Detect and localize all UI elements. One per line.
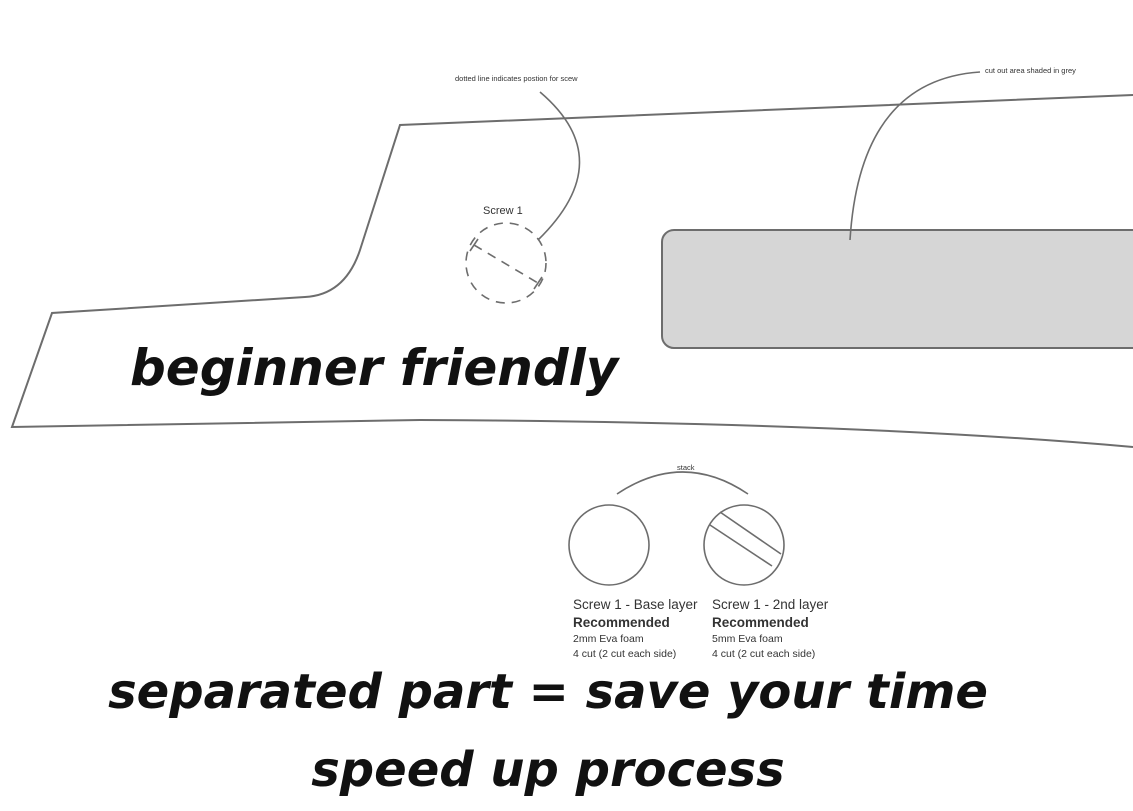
cutout-area bbox=[661, 229, 1133, 349]
base-layer-circle bbox=[568, 504, 650, 586]
layer-title: Screw 1 - Base layer bbox=[573, 597, 698, 612]
layer-recommended: Recommended bbox=[573, 615, 670, 630]
layer-recommended: Recommended bbox=[712, 615, 809, 630]
layer-material: 2mm Eva foam bbox=[573, 633, 644, 645]
layer-material: 5mm Eva foam bbox=[712, 633, 783, 645]
stack-label: stack bbox=[677, 463, 695, 472]
screw-line-end-mark bbox=[533, 276, 543, 290]
cutout-note-text: cut out area shaded in grey bbox=[985, 66, 1076, 75]
screw-label: Screw 1 bbox=[483, 205, 523, 217]
headline-beginner: beginner friendly bbox=[130, 339, 621, 397]
cutout-note-leader bbox=[849, 71, 981, 241]
headline-speed: speed up process bbox=[311, 742, 785, 798]
screw-note-leader bbox=[537, 91, 581, 241]
screw-line-end-mark bbox=[469, 238, 479, 252]
stack-arc bbox=[616, 471, 749, 495]
headline-separated: separated part = save your time bbox=[108, 664, 988, 720]
layer-cut: 4 cut (2 cut each side) bbox=[573, 648, 676, 660]
pattern-piece-outline bbox=[10, 94, 1133, 448]
layer-cut: 4 cut (2 cut each side) bbox=[712, 648, 815, 660]
second-layer-slot-line bbox=[709, 524, 773, 567]
screw-note-text: dotted line indicates postion for scew bbox=[455, 74, 578, 83]
screw-position-line bbox=[473, 244, 539, 284]
second-layer-circle bbox=[703, 504, 785, 586]
layer-title: Screw 1 - 2nd layer bbox=[712, 597, 829, 612]
second-layer-slot-line bbox=[719, 511, 782, 555]
screw-position-circle bbox=[465, 222, 547, 304]
